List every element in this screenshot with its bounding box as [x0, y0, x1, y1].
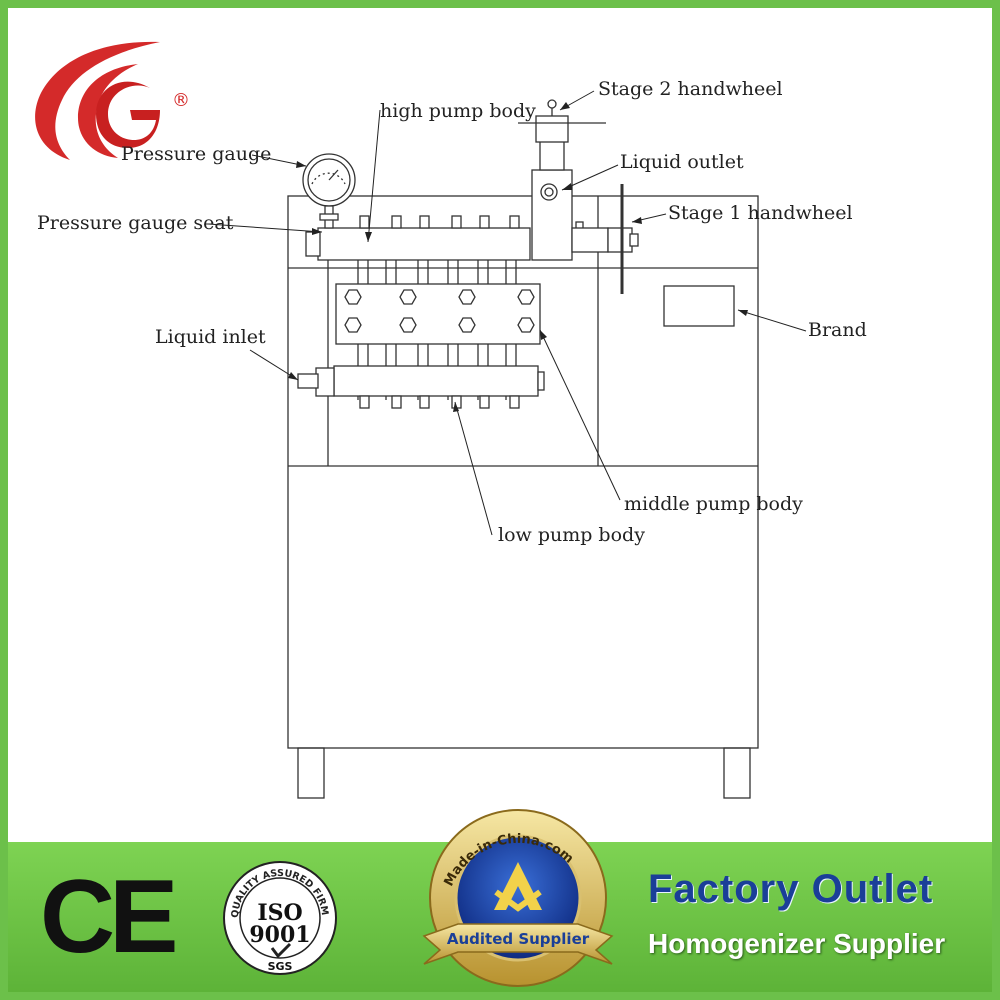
label-middle-pump-body: middle pump body [624, 493, 803, 515]
svg-text:9001: 9001 [249, 922, 310, 948]
label-pressure-gauge-seat: Pressure gauge seat [37, 212, 234, 234]
label-high-pump-body: high pump body [380, 100, 536, 122]
ce-mark: CE [40, 859, 179, 975]
outlet-port [540, 183, 558, 201]
bottom-bolts [359, 395, 520, 409]
svg-text:®: ® [172, 90, 190, 111]
low-pump-body [333, 365, 539, 397]
svg-text:Audited Supplier: Audited Supplier [447, 930, 590, 948]
high-pump-body [317, 227, 531, 261]
brand-plate [663, 285, 735, 327]
right-leg [723, 747, 751, 799]
label-liquid-inlet: Liquid inlet [155, 326, 266, 348]
label-liquid-outlet: Liquid outlet [620, 151, 744, 173]
stage1-handwheel [607, 227, 633, 253]
middle-pump-bolts [344, 289, 535, 333]
liquid-outlet-block [531, 169, 573, 261]
top-bolts [359, 215, 520, 229]
svg-text:SGS: SGS [268, 960, 293, 973]
footer-title: Factory Outlet [648, 867, 934, 911]
liquid-inlet-port [297, 373, 319, 389]
label-low-pump-body: low pump body [498, 524, 645, 546]
iso-9001-seal: QUALITY ASSURED FIRM ISO 9001 SGS [223, 861, 337, 975]
label-brand: Brand [808, 319, 867, 341]
label-pressure-gauge: Pressure gauge [121, 143, 272, 165]
stage2-handwheel [535, 115, 569, 143]
company-logo: ® [35, 41, 190, 160]
made-in-china-audited-supplier-badge: Made-in-China.com Audited Supplier [422, 809, 614, 987]
left-leg [297, 747, 325, 799]
label-stage2-handwheel: Stage 2 handwheel [598, 78, 783, 100]
label-stage1-handwheel: Stage 1 handwheel [668, 202, 853, 224]
middle-pump-body [335, 283, 541, 345]
svg-text:ISO: ISO [257, 900, 302, 926]
machine-cabinet [287, 195, 759, 749]
footer-subtitle: Homogenizer Supplier [648, 928, 946, 959]
